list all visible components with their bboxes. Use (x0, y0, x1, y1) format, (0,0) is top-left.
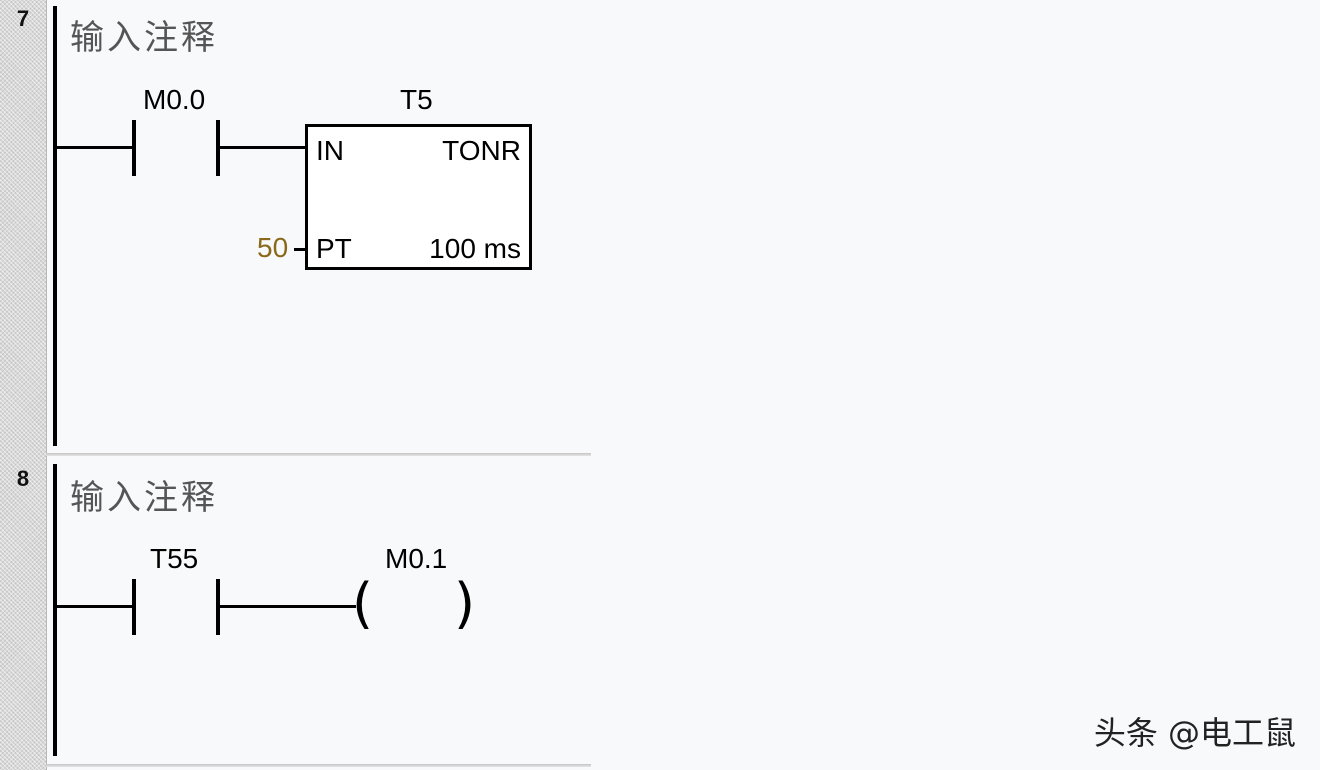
network-number[interactable]: 8 (16, 466, 30, 491)
timer-pt-pin: PT (316, 233, 352, 264)
network-comment[interactable]: 输入注释 (70, 18, 218, 58)
power-rail (53, 464, 57, 756)
contact-left-bar (132, 120, 136, 176)
timer-in-pin: IN (316, 135, 344, 166)
network-separator (46, 764, 591, 767)
wire (57, 605, 135, 608)
power-rail (53, 6, 57, 446)
pt-value[interactable]: 50 (257, 232, 289, 263)
wire (57, 146, 135, 149)
wire (294, 248, 305, 251)
contact-label[interactable]: M0.0 (143, 84, 206, 115)
coil-label[interactable]: M0.1 (385, 543, 448, 574)
network-comment[interactable]: 输入注释 (70, 478, 218, 518)
coil-open[interactable]: ( (352, 572, 374, 635)
timer-resolution: 100 ms (429, 233, 521, 264)
timer-block[interactable]: IN TONR PT 100 ms (305, 124, 532, 270)
timer-type: TONR (442, 135, 521, 166)
wire (218, 605, 356, 608)
contact-left-bar (132, 579, 136, 635)
network-gutter (0, 0, 47, 770)
network-separator (46, 453, 591, 456)
watermark: 头条 @电工鼠 (1093, 714, 1296, 752)
network-number[interactable]: 7 (16, 6, 30, 31)
coil-close[interactable]: ) (454, 572, 476, 635)
timer-label[interactable]: T5 (400, 84, 433, 115)
contact-label[interactable]: T55 (150, 543, 199, 574)
wire (218, 146, 308, 149)
